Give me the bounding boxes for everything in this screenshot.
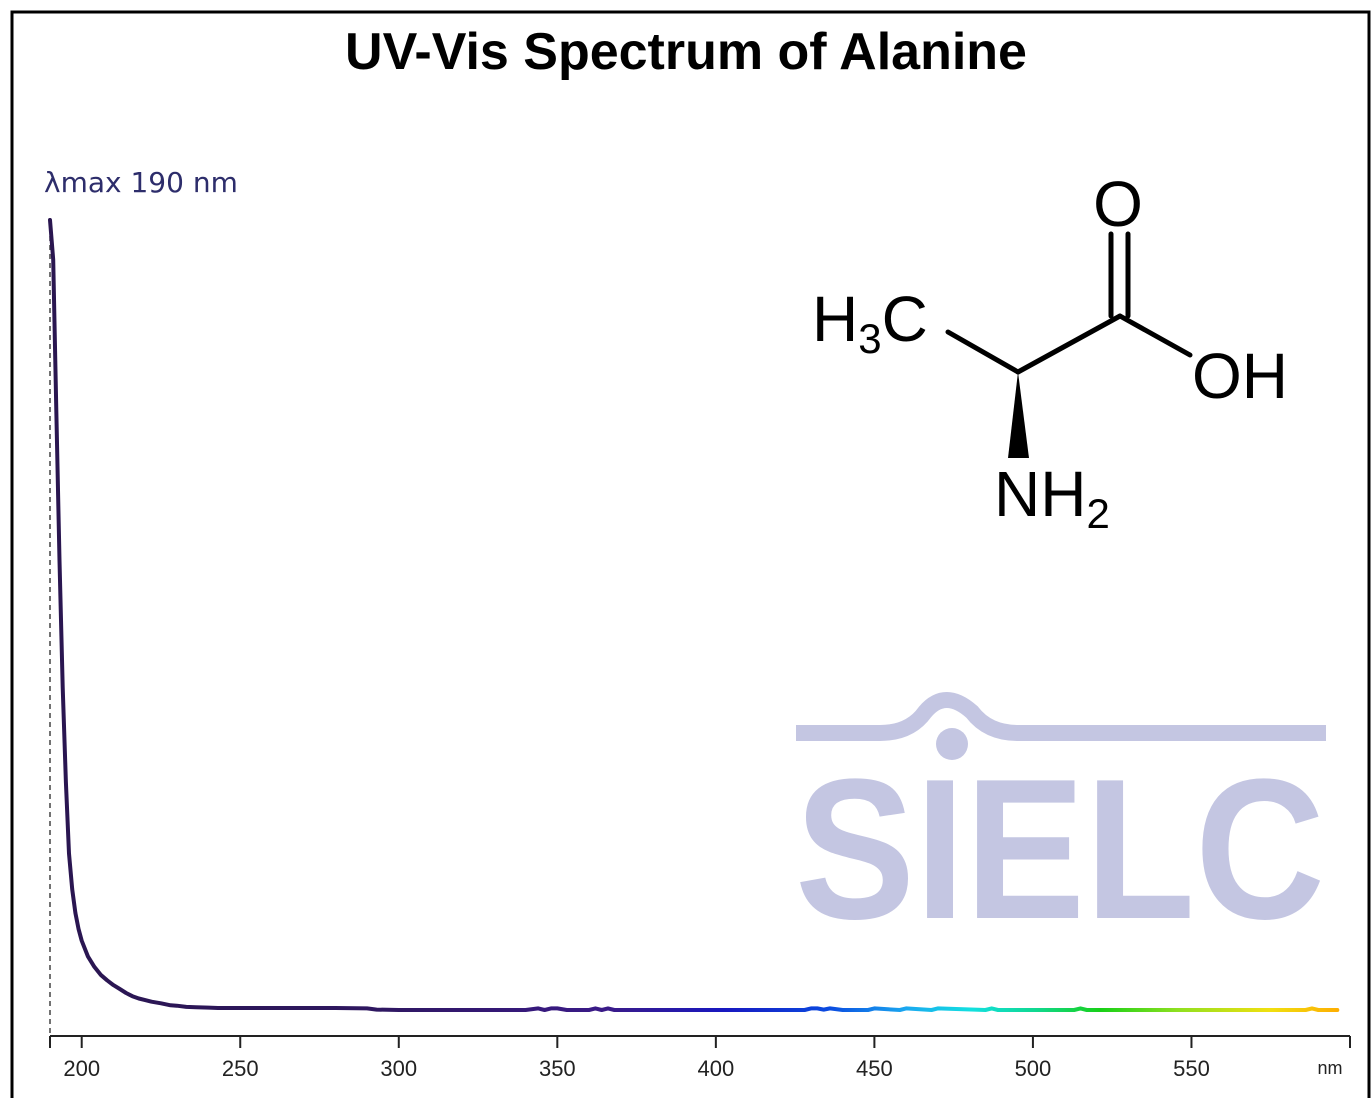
wedge-bond <box>1008 372 1029 458</box>
chart-title: UV-Vis Spectrum of Alanine <box>345 23 1027 81</box>
bond-oh <box>1117 313 1193 358</box>
lambda-max-label: λmax 190 nm <box>44 166 238 199</box>
x-tick-label-250: 250 <box>222 1056 259 1081</box>
bond-methyl <box>945 329 1021 375</box>
sielc-watermark: SIELC <box>795 692 1326 961</box>
watermark-arc <box>796 692 1326 741</box>
watermark-text: SIELC <box>795 738 1325 961</box>
x-tick-label-500: 500 <box>1015 1056 1052 1081</box>
x-axis: 200 250 300 350 400 450 500 550 nm <box>49 1035 1351 1081</box>
methyl-label: H3C <box>812 283 928 362</box>
figure-border <box>10 10 1371 1098</box>
x-tick-label-350: 350 <box>539 1056 576 1081</box>
x-tick-label-550: 550 <box>1173 1056 1210 1081</box>
x-axis-unit: nm <box>1317 1058 1342 1078</box>
alanine-structure <box>945 231 1193 458</box>
x-tick-label-300: 300 <box>380 1056 417 1081</box>
x-tick-label-450: 450 <box>856 1056 893 1081</box>
watermark-dot <box>936 728 968 760</box>
x-tick-label-400: 400 <box>697 1056 734 1081</box>
x-tick-label-200: 200 <box>63 1056 100 1081</box>
oxygen-label: O <box>1093 168 1143 240</box>
spectrum-line <box>48 218 1340 1012</box>
amine-label: NH2 <box>994 458 1110 537</box>
bond-carboxyl <box>1015 313 1123 375</box>
alanine-labels: H3C O OH NH2 <box>812 168 1288 537</box>
hydroxyl-label: OH <box>1192 340 1288 412</box>
